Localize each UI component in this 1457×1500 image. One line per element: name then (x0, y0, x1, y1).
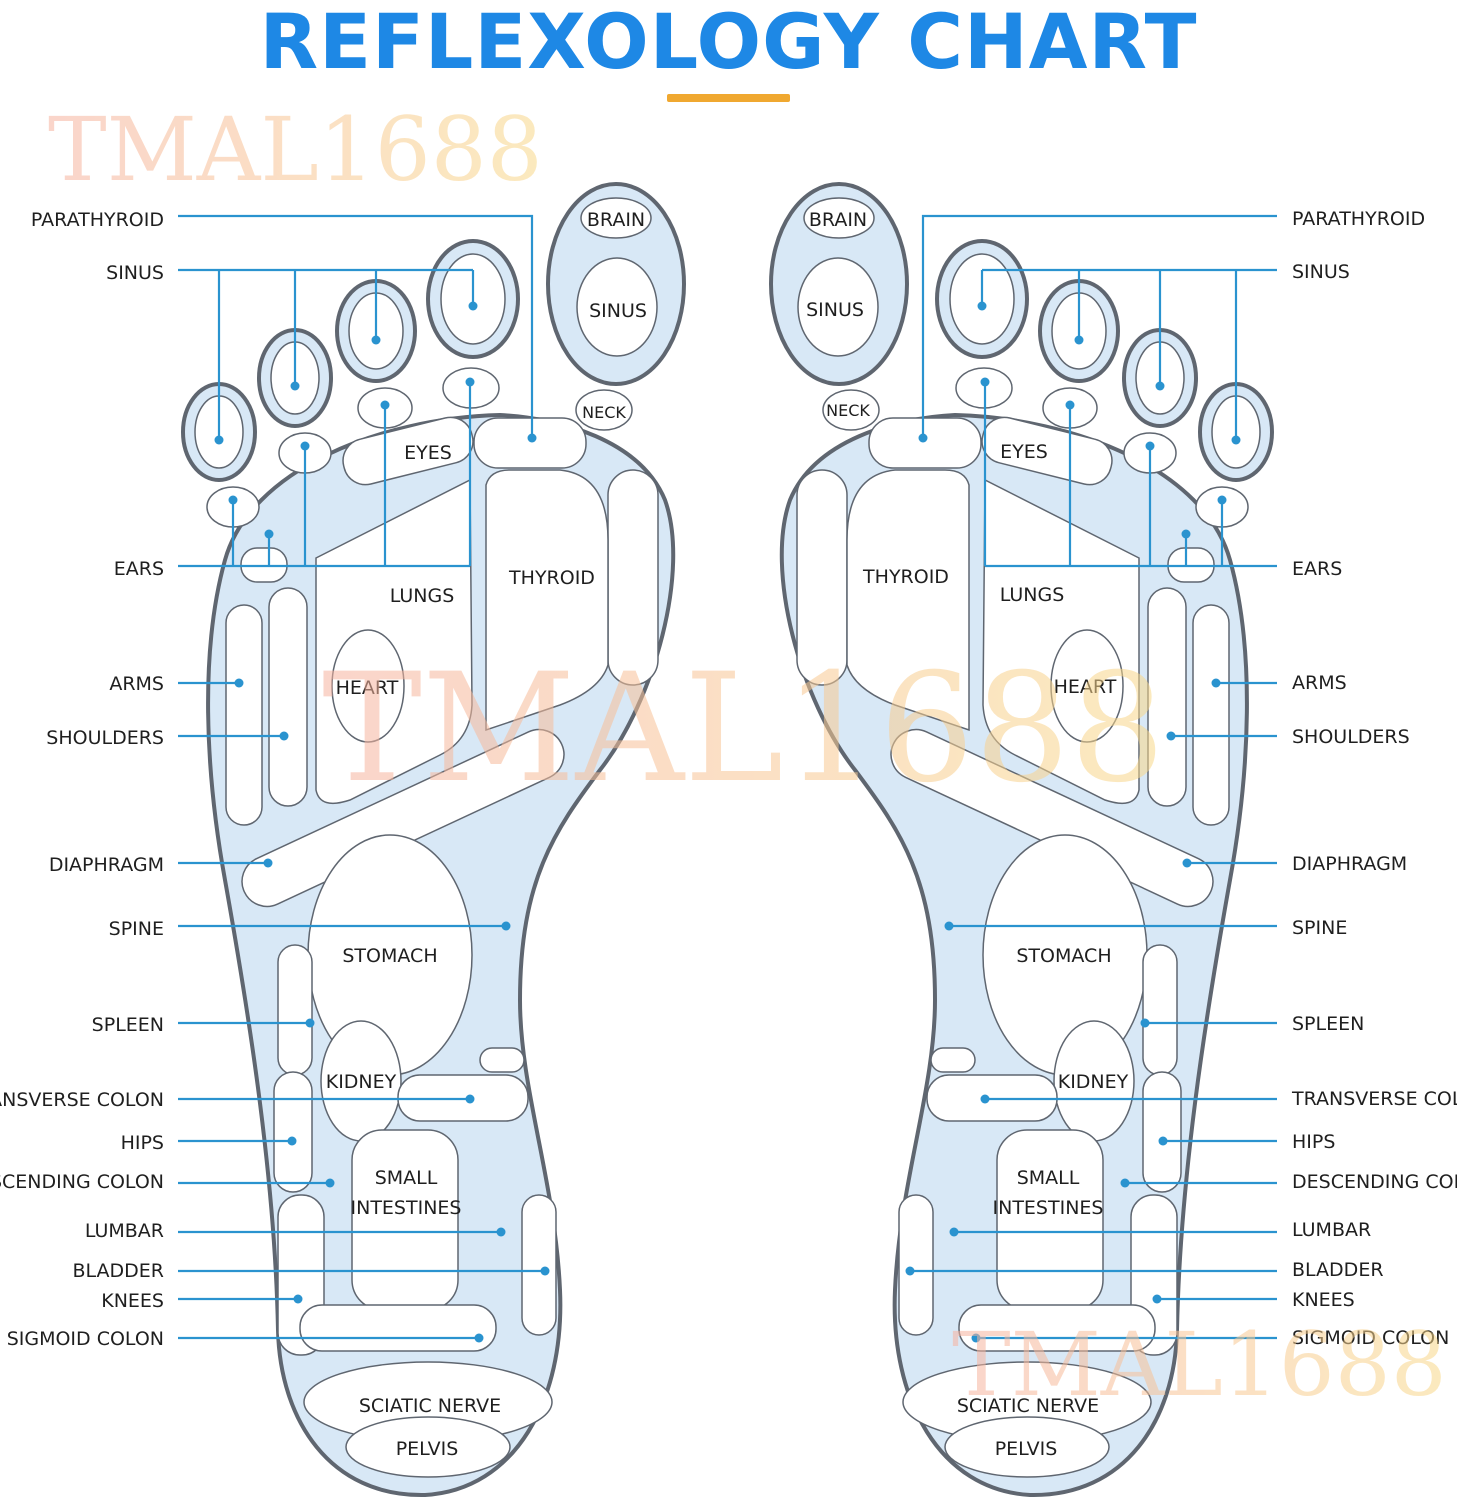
chart-title: REFLEXOLOGY CHART (259, 0, 1198, 86)
label-sigmoid-colon: SIGMOID COLON (1292, 1327, 1449, 1349)
zone-sciatic-nerve: SCIATIC NERVE (359, 1395, 501, 1417)
left-leader-lines (178, 214, 545, 1340)
left-leader-dots (214, 301, 550, 1343)
watermark-top-left: TMAL1688 (48, 98, 543, 201)
label-descending-colon: DESCENDING COLON (0, 1171, 164, 1193)
watermark-center: TMAL1688 (322, 642, 1165, 816)
label-hips: HIPS (121, 1132, 164, 1154)
label-knees: KNEES (1292, 1289, 1355, 1311)
right-leader-dots (905, 301, 1241, 1343)
zone-small: SMALL (1017, 1167, 1080, 1189)
zone-small: SMALL (375, 1167, 438, 1189)
label-diaphragm: DIAPHRAGM (1292, 853, 1407, 875)
label-spine: SPINE (1292, 917, 1347, 939)
watermark-bottom-right: TMAL1688 (952, 1313, 1447, 1416)
right-zone-labels: BRAIN SINUS NECK EYES THYROID LUNGS HEAR… (806, 209, 1129, 1460)
label-parathyroid: PARATHYROID (1292, 208, 1425, 230)
label-transverse-colon: TRANSVERSE COLON (1291, 1088, 1457, 1110)
label-bladder: BLADDER (72, 1260, 164, 1282)
zone-pelvis: PELVIS (995, 1438, 1058, 1460)
zone-sinus: SINUS (806, 299, 864, 321)
zone-thyroid: THYROID (508, 567, 595, 589)
label-arms: ARMS (109, 673, 164, 695)
zone-kidney: KIDNEY (1058, 1071, 1129, 1093)
zone-heart: HEART (1054, 676, 1117, 698)
zone-stomach: STOMACH (342, 945, 437, 967)
label-knees: KNEES (101, 1290, 164, 1312)
label-ears: EARS (1292, 558, 1342, 580)
zone-eyes: EYES (404, 442, 452, 464)
zone-heart: HEART (336, 677, 399, 699)
zone-lungs: LUNGS (1000, 584, 1065, 606)
zone-kidney: KIDNEY (326, 1071, 397, 1093)
label-parathyroid: PARATHYROID (31, 209, 164, 231)
label-lumbar: LUMBAR (1292, 1219, 1371, 1241)
zone-sciatic-nerve: SCIATIC NERVE (957, 1395, 1099, 1417)
label-diaphragm: DIAPHRAGM (49, 854, 164, 876)
zone-brain: BRAIN (809, 209, 867, 231)
left-zone-labels: BRAIN SINUS NECK EYES THYROID LUNGS HEAR… (326, 209, 647, 1460)
label-shoulders: SHOULDERS (46, 727, 164, 749)
title-underline (667, 94, 790, 102)
label-sinus: SINUS (1292, 261, 1350, 283)
zone-sinus: SINUS (589, 300, 647, 322)
label-shoulders: SHOULDERS (1292, 726, 1410, 748)
label-spleen: SPLEEN (1292, 1013, 1364, 1035)
zone-intestines: INTESTINES (351, 1197, 462, 1219)
zone-pelvis: PELVIS (396, 1438, 459, 1460)
label-hips: HIPS (1292, 1131, 1335, 1153)
label-sinus: SINUS (106, 262, 164, 284)
label-lumbar: LUMBAR (85, 1220, 164, 1242)
zone-eyes: EYES (1000, 441, 1048, 463)
right-side-labels: PARATHYROID SINUS EARS ARMS SHOULDERS DI… (1291, 208, 1457, 1349)
zone-neck: NECK (582, 403, 626, 422)
label-descending-colon: DESCENDING COLON (1292, 1171, 1457, 1193)
zone-thyroid: THYROID (862, 566, 949, 588)
left-side-labels: PARATHYROID SINUS EARS ARMS SHOULDERS DI… (0, 209, 164, 1350)
label-ears: EARS (114, 558, 164, 580)
zone-brain: BRAIN (587, 209, 645, 231)
zone-lungs: LUNGS (390, 585, 455, 607)
label-arms: ARMS (1292, 672, 1347, 694)
zone-stomach: STOMACH (1016, 945, 1111, 967)
zone-intestines: INTESTINES (993, 1197, 1104, 1219)
label-transverse-colon: TRANSVERSE COLON (0, 1089, 164, 1111)
label-spleen: SPLEEN (92, 1014, 164, 1036)
watermarks: TMAL1688 TMAL1688 TMAL1688 (48, 98, 1447, 1416)
label-bladder: BLADDER (1292, 1259, 1384, 1281)
label-spine: SPINE (109, 918, 164, 940)
zone-neck: NECK (826, 401, 870, 420)
label-sigmoid-colon: SIGMOID COLON (7, 1328, 164, 1350)
